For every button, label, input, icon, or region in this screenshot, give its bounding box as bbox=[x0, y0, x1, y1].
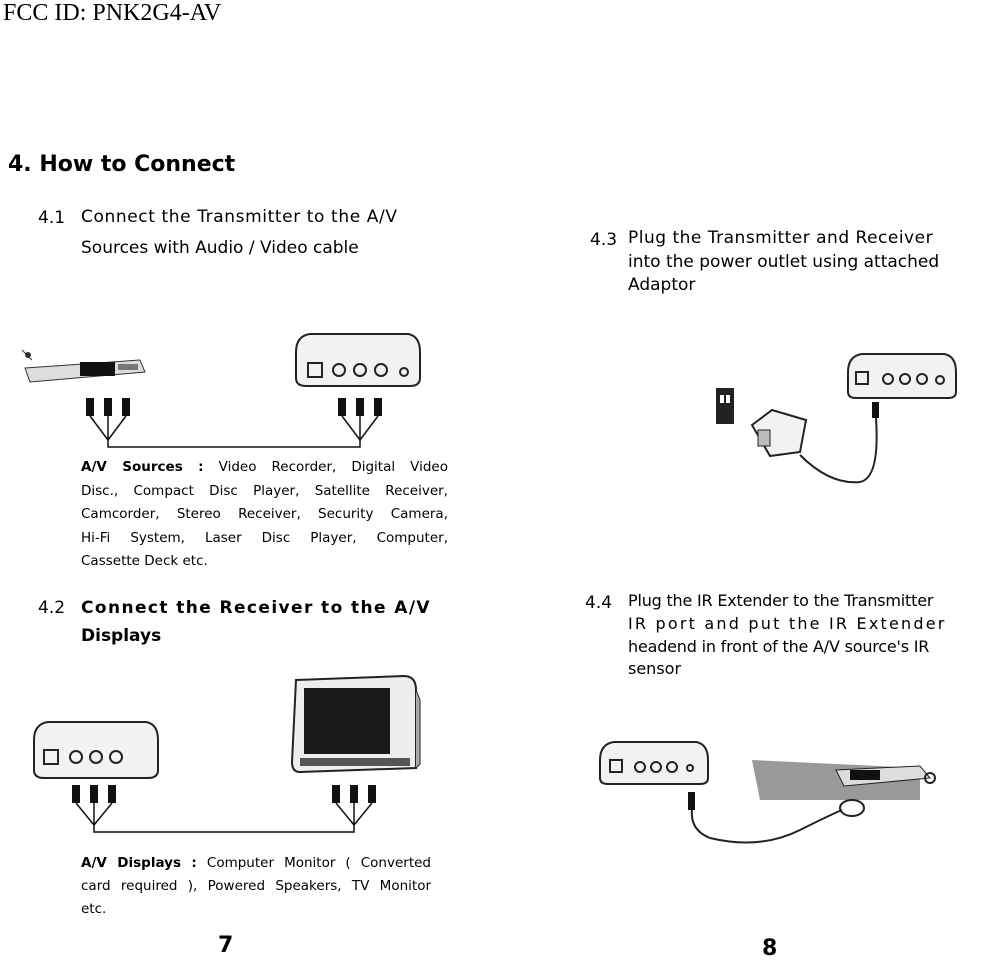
av-displays-label: A/V Displays : bbox=[81, 855, 197, 871]
power-adaptor-icon bbox=[750, 408, 808, 458]
step-4-2-line1: Connect the Receiver to the A/V bbox=[81, 598, 431, 618]
transmitter-box-icon bbox=[847, 353, 957, 399]
av-source-device-icon bbox=[21, 349, 146, 383]
av-sources-note: A/V Sources : Video Recorder, Digital Vi… bbox=[81, 456, 448, 574]
step-4-3-line2: into the power outlet using attached bbox=[628, 252, 940, 272]
av-sources-line2: Disc., Compact Disc Player, Satellite Re… bbox=[81, 482, 448, 499]
av-sources-line4: Hi-Fi System, Laser Disc Player, Compute… bbox=[81, 529, 448, 546]
transmitter-box-icon bbox=[295, 333, 421, 387]
step-4-4-number: 4.4 bbox=[585, 593, 613, 613]
step-4-1-number: 4.1 bbox=[38, 208, 66, 228]
power-outlet-icon bbox=[716, 388, 734, 424]
av-source-device-icon bbox=[752, 760, 936, 800]
fcc-id-header: FCC ID: PNK2G4-AV bbox=[3, 0, 222, 26]
step-4-3-line3: Adaptor bbox=[628, 275, 696, 295]
step-4-4-line2: IR port and put the IR Extender bbox=[628, 614, 947, 633]
step-4-1-line1: Connect the Transmitter to the A/V bbox=[81, 207, 398, 227]
ir-extender-headend-icon bbox=[839, 799, 865, 817]
step-4-4-line3: headend in front of the A/V source's IR bbox=[628, 637, 930, 656]
av-displays-line3: etc. bbox=[81, 901, 107, 917]
av-sources-line1: Video Recorder, Digital Video bbox=[218, 459, 448, 475]
tv-monitor-icon bbox=[290, 674, 421, 774]
av-displays-line1: Computer Monitor ( Converted bbox=[206, 855, 432, 871]
step-4-3-number: 4.3 bbox=[590, 230, 618, 250]
step-4-3-line1: Plug the Transmitter and Receiver bbox=[628, 228, 934, 248]
step-4-2-line2: Displays bbox=[81, 626, 162, 646]
section-title: 4. How to Connect bbox=[8, 152, 236, 177]
step-4-1-line2: Sources with Audio / Video cable bbox=[81, 238, 359, 258]
av-displays-note: A/V Displays : Computer Monitor ( Conver… bbox=[81, 852, 431, 921]
av-sources-line3: Camcorder, Stereo Receiver, Security Cam… bbox=[81, 506, 448, 522]
page-number-right: 8 bbox=[762, 936, 778, 961]
transmitter-box-icon bbox=[599, 741, 709, 785]
av-sources-label: A/V Sources : bbox=[81, 459, 204, 475]
step-4-4-line4: sensor bbox=[628, 659, 682, 678]
page-number-left: 7 bbox=[218, 933, 234, 958]
receiver-box-icon bbox=[33, 721, 159, 779]
step-4-4-line1: Plug the IR Extender to the Transmitter bbox=[628, 591, 934, 610]
step-4-2-number: 4.2 bbox=[38, 598, 66, 618]
av-sources-line5: Cassette Deck etc. bbox=[81, 553, 208, 569]
av-displays-line2: card required ), Powered Speakers, TV Mo… bbox=[81, 878, 431, 894]
